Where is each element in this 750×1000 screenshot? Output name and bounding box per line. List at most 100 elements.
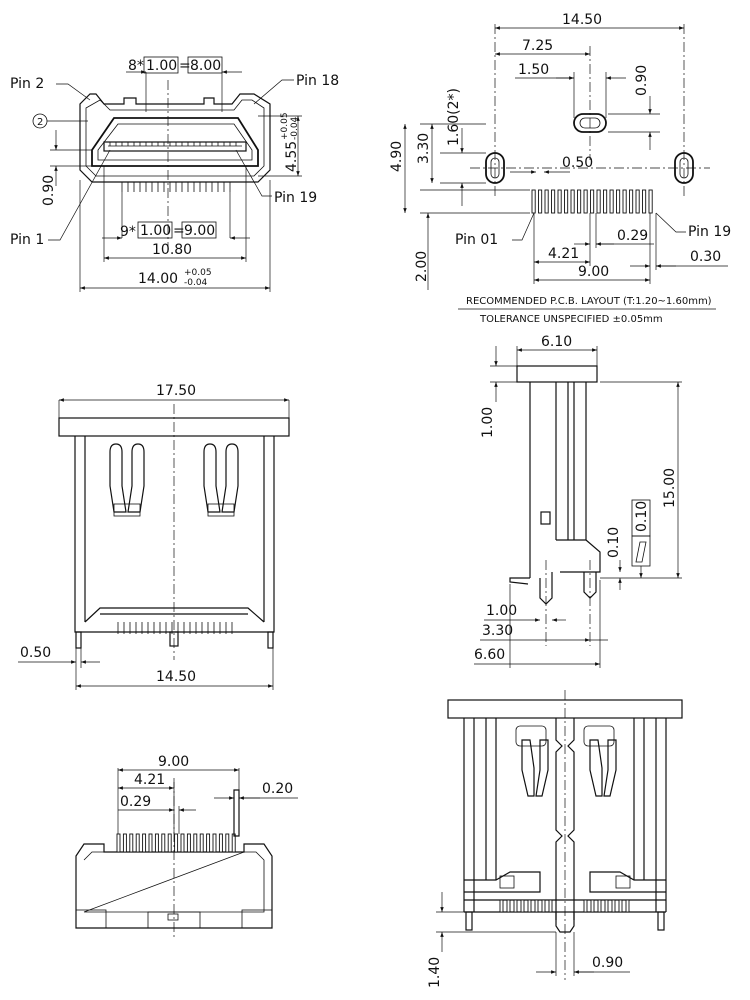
pcb-v-160: 1.60(2*) bbox=[446, 88, 462, 146]
front-height-right-tol-plus: +0.05 bbox=[280, 112, 290, 140]
side-tol-box-bottom bbox=[631, 535, 651, 567]
label-pin1: Pin 1 bbox=[10, 232, 44, 248]
side-foot bbox=[509, 577, 530, 585]
pcb-v-490: 4.90 bbox=[389, 141, 405, 172]
front-pitch-bottom-a: 1.00 bbox=[140, 223, 171, 239]
front-pitch-top-eq: = bbox=[179, 58, 191, 74]
back-pin bbox=[604, 899, 609, 913]
front-shell-inner bbox=[85, 99, 265, 177]
front-tongue-ticks bbox=[109, 142, 237, 146]
side-latch bbox=[540, 511, 551, 525]
bottom-pin bbox=[231, 833, 236, 853]
label-pin18: Pin 18 bbox=[296, 73, 339, 89]
bottom-pin-detail bbox=[233, 789, 240, 837]
front-width-total-tol-minus: -0.04 bbox=[184, 278, 208, 288]
bottom-pin bbox=[206, 833, 211, 853]
bottom-pin bbox=[193, 833, 198, 853]
front-height-right: 4.55 bbox=[284, 141, 300, 172]
side-d330: 3.30 bbox=[482, 623, 513, 639]
top-spring-left bbox=[109, 443, 145, 517]
top-body-base bbox=[74, 622, 275, 633]
back-center-break-2 bbox=[567, 718, 575, 920]
back-spring-left bbox=[515, 725, 549, 797]
pcb-pad bbox=[609, 189, 614, 214]
side-flange bbox=[516, 365, 598, 383]
bottom-pin bbox=[180, 833, 185, 853]
back-pin bbox=[520, 899, 525, 913]
leader-pin01-pcb bbox=[512, 212, 535, 241]
side-depth: 6.10 bbox=[541, 334, 572, 350]
back-latch-right bbox=[615, 875, 631, 889]
pcb-note-recommended: RECOMMENDED P.C.B. LAYOUT (T:1.20~1.60mm… bbox=[466, 296, 712, 307]
label-pin19-pcb: Pin 19 bbox=[688, 224, 731, 240]
side-view: 6.10 1.00 15.00 0.10 0.10 1.00 3.30 6.60 bbox=[474, 334, 682, 668]
back-pin bbox=[506, 899, 511, 913]
front-pitch-top-box2 bbox=[187, 56, 223, 74]
top-leg-right bbox=[267, 631, 274, 649]
back-pin bbox=[527, 899, 532, 913]
pcb-w-half: 7.25 bbox=[522, 38, 553, 54]
side-flange-dim: 1.00 bbox=[480, 407, 496, 438]
bottom-foot-right bbox=[241, 909, 273, 929]
leader-pin19 bbox=[235, 149, 272, 197]
bottom-pins bbox=[116, 833, 236, 853]
pcb-pad bbox=[557, 189, 562, 214]
front-width-total-tol-plus: +0.05 bbox=[184, 268, 212, 278]
pcb-pad bbox=[570, 189, 575, 214]
back-center-break bbox=[555, 718, 563, 920]
back-d140: 1.40 bbox=[427, 957, 443, 988]
bottom-pin bbox=[225, 833, 230, 853]
pcb-pad bbox=[551, 189, 556, 214]
pcb-pad bbox=[583, 189, 588, 214]
back-pin bbox=[548, 899, 553, 913]
top-width-flange: 17.50 bbox=[156, 383, 196, 399]
top-view: 17.50 14.50 0.50 bbox=[18, 383, 290, 690]
bottom-pin bbox=[154, 833, 159, 853]
bottom-body bbox=[75, 843, 273, 929]
bottom-notch-mark bbox=[167, 913, 179, 921]
bottom-pin bbox=[161, 833, 166, 853]
bottom-d029: 0.29 bbox=[120, 794, 151, 810]
pcb-pad bbox=[596, 189, 601, 214]
pcb-d-030: 0.30 bbox=[690, 249, 721, 265]
label-pin2: Pin 2 bbox=[10, 76, 44, 92]
top-body-bottom bbox=[84, 607, 265, 623]
bottom-d020: 0.20 bbox=[262, 781, 293, 797]
bottom-pin bbox=[142, 833, 147, 853]
top-leg-left bbox=[75, 631, 82, 649]
pcb-slot-h: 0.90 bbox=[634, 65, 650, 96]
pcb-layout-view: 14.50 7.25 1.50 0.90 4.90 3.30 1.60(2*) … bbox=[389, 12, 731, 325]
leader-pin1 bbox=[48, 149, 111, 241]
top-spring-right bbox=[203, 443, 239, 517]
front-pitch-bottom-b: 9.00 bbox=[184, 223, 215, 239]
bottom-pin bbox=[167, 833, 172, 853]
pcb-d-900: 9.00 bbox=[578, 264, 609, 280]
pcb-w-total: 14.50 bbox=[562, 12, 602, 28]
back-pin bbox=[499, 899, 504, 913]
bottom-d900: 9.00 bbox=[158, 754, 189, 770]
front-pitch-bottom-prefix: 9* bbox=[120, 224, 136, 240]
bottom-pin bbox=[174, 833, 179, 853]
label-circle-mark-text: 2 bbox=[37, 117, 43, 128]
pcb-pad bbox=[544, 189, 549, 214]
front-height-right-tol-minus: -0.04 bbox=[290, 116, 300, 140]
front-height-left: 0.90 bbox=[41, 175, 57, 206]
bottom-pin bbox=[186, 833, 191, 853]
back-leg-left bbox=[465, 911, 473, 931]
pcb-pad bbox=[622, 189, 627, 214]
pcb-pad bbox=[635, 189, 640, 214]
front-width-inner: 10.80 bbox=[152, 242, 192, 258]
top-pins bbox=[117, 622, 233, 634]
front-pitch-bottom-eq: = bbox=[173, 223, 185, 239]
bottom-pin bbox=[135, 833, 140, 853]
pcb-pad bbox=[616, 189, 621, 214]
back-pin bbox=[597, 899, 602, 913]
back-lower-left bbox=[464, 871, 541, 893]
side-d100: 1.00 bbox=[486, 603, 517, 619]
side-d660: 6.60 bbox=[474, 647, 505, 663]
bottom-pin bbox=[199, 833, 204, 853]
front-pitch-top-box bbox=[143, 56, 179, 74]
bottom-foot-left bbox=[75, 909, 107, 929]
pcb-note-tolerance: TOLERANCE UNSPECIFIED ±0.05mm bbox=[479, 314, 663, 325]
side-flat-val: 0.10 bbox=[606, 527, 622, 558]
